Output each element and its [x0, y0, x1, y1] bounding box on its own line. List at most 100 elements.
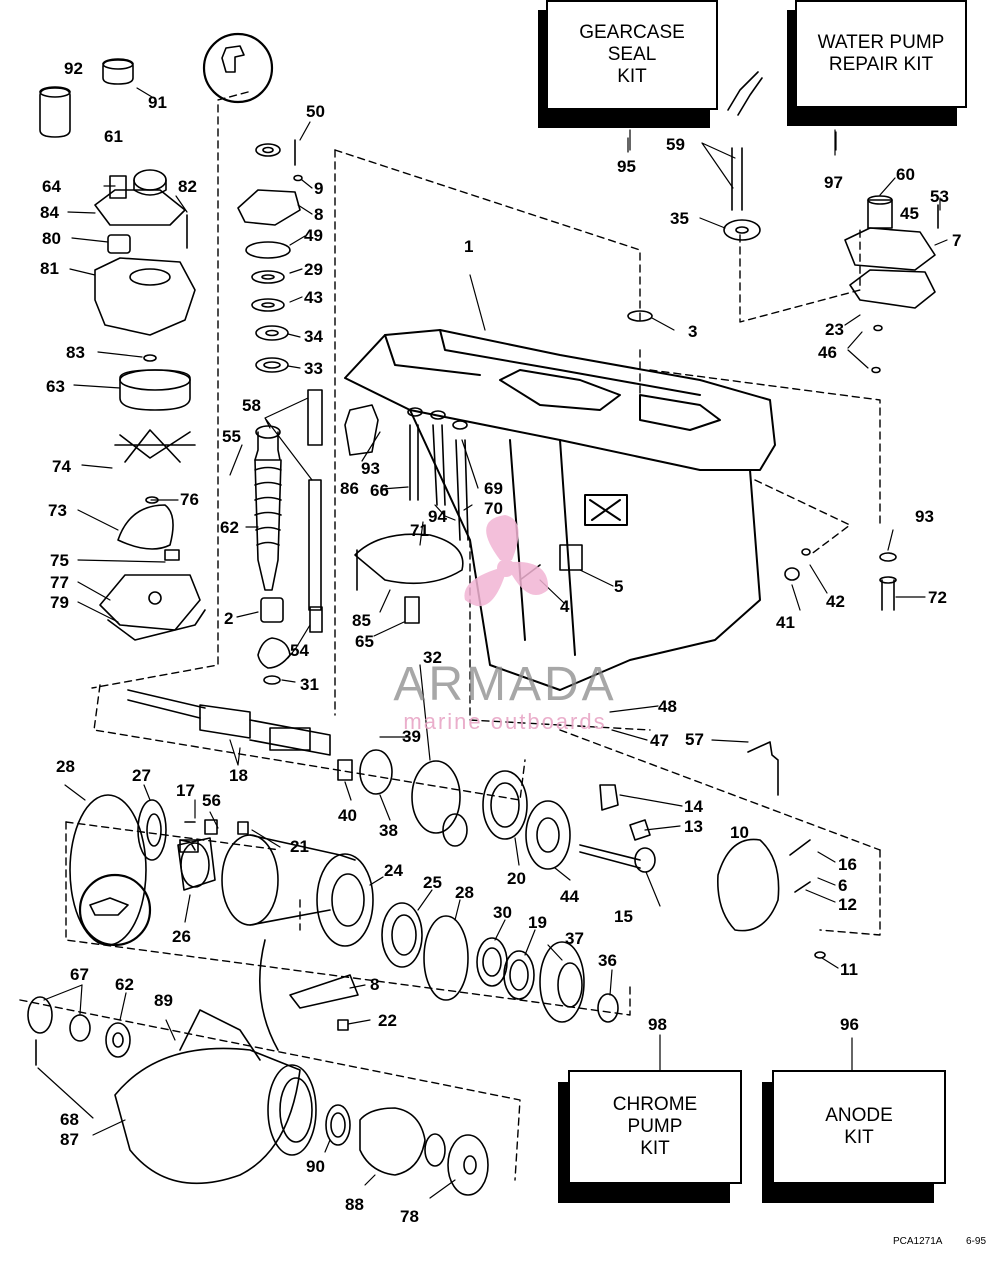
callout-11: 11 [840, 960, 858, 979]
callout-38: 38 [379, 821, 398, 840]
callout-19: 19 [528, 913, 547, 932]
callout-67: 67 [70, 965, 89, 984]
callout-42: 42 [826, 592, 845, 611]
callout-70: 70 [484, 499, 503, 518]
callout-18: 18 [229, 766, 248, 785]
callout-12: 12 [838, 895, 857, 914]
callout-77: 77 [50, 573, 69, 592]
callout-62b: 62 [115, 975, 134, 994]
callout-leader-lines [37, 87, 948, 1199]
pinion-gear-parts [254, 425, 291, 685]
callout-74: 74 [52, 457, 71, 476]
callout-48: 48 [658, 697, 677, 716]
callout-4: 4 [560, 597, 570, 616]
callout-80: 80 [42, 229, 61, 248]
propeller-group [27, 939, 489, 1196]
figure-date: 6-95 [966, 1236, 987, 1247]
propshaft-18 [127, 689, 353, 781]
callout-39: 39 [402, 727, 421, 746]
driveshaft-58 [307, 389, 323, 633]
callout-35: 35 [670, 209, 689, 228]
callout-90: 90 [306, 1157, 325, 1176]
dashed-assembly-lines [19, 91, 881, 1181]
callout-14: 14 [684, 797, 703, 816]
callout-49: 49 [304, 226, 323, 245]
callout-60: 60 [896, 165, 915, 184]
callout-54: 54 [290, 641, 309, 660]
callout-40: 40 [338, 806, 357, 825]
callout-95: 95 [617, 157, 636, 176]
anode-kit-label: ANODE KIT [772, 1070, 946, 1184]
callout-53: 53 [930, 187, 949, 206]
callout-71: 71 [410, 521, 429, 540]
callout-7: 7 [952, 231, 961, 250]
anode-block-86 [344, 404, 379, 456]
callout-3: 3 [688, 322, 697, 341]
callout-62: 62 [220, 518, 239, 537]
callout-8b: 8 [370, 975, 379, 994]
callout-29: 29 [304, 260, 323, 279]
callout-37: 37 [565, 929, 584, 948]
callout-numbers: 1234567891011121314151617181920212223242… [40, 59, 961, 1226]
callout-20: 20 [507, 869, 526, 888]
callout-2: 2 [224, 609, 233, 628]
callout-87: 87 [60, 1130, 79, 1149]
callout-61: 61 [104, 127, 123, 146]
callout-26: 26 [172, 927, 191, 946]
callout-98: 98 [648, 1015, 667, 1034]
callout-23: 23 [825, 320, 844, 339]
callout-5: 5 [614, 577, 623, 596]
callout-33: 33 [304, 359, 323, 378]
callout-32: 32 [423, 648, 442, 667]
shift-cradle-10 [717, 741, 826, 959]
callout-9: 9 [314, 179, 323, 198]
water-pump-kit-label: WATER PUMP REPAIR KIT [795, 0, 967, 108]
callout-17: 17 [176, 781, 195, 800]
callout-86: 86 [340, 479, 359, 498]
callout-91: 91 [148, 93, 167, 112]
callout-22: 22 [378, 1011, 397, 1030]
callout-34: 34 [304, 327, 323, 346]
callout-64: 64 [42, 177, 61, 196]
callout-36: 36 [598, 951, 617, 970]
gearcase-housing [344, 329, 776, 691]
chrome-pump-kit-box: CHROME PUMP KIT [558, 1070, 742, 1203]
callout-94: 94 [428, 507, 447, 526]
callout-83: 83 [66, 343, 85, 362]
callout-97: 97 [824, 173, 843, 192]
callout-55: 55 [222, 427, 241, 446]
callout-41: 41 [776, 613, 795, 632]
callout-81: 81 [40, 259, 59, 278]
callout-93: 93 [361, 459, 380, 478]
clutch-and-gears [359, 749, 656, 873]
callout-10: 10 [730, 823, 749, 842]
callout-73: 73 [48, 501, 67, 520]
callout-59: 59 [666, 135, 685, 154]
callout-82: 82 [178, 177, 197, 196]
callout-88: 88 [345, 1195, 364, 1214]
callout-96: 96 [840, 1015, 859, 1034]
figure-code: PCA1271A [893, 1236, 943, 1247]
trim-tab-71 [354, 533, 583, 624]
callout-30: 30 [493, 903, 512, 922]
callout-24: 24 [384, 861, 403, 880]
callout-69: 69 [484, 479, 503, 498]
callout-13: 13 [684, 817, 703, 836]
callout-92: 92 [64, 59, 83, 78]
callout-93b: 93 [915, 507, 934, 526]
callout-57: 57 [685, 730, 704, 749]
callout-58: 58 [242, 396, 261, 415]
callout-6: 6 [838, 876, 847, 895]
water-pump-kit-box: WATER PUMP REPAIR KIT [787, 0, 967, 126]
anode-kit-box: ANODE KIT [762, 1070, 946, 1203]
housing-bolts [407, 407, 469, 541]
callout-44: 44 [560, 887, 579, 906]
callout-76: 76 [180, 490, 199, 509]
callout-65: 65 [355, 632, 374, 651]
callout-28: 28 [56, 757, 75, 776]
callout-47: 47 [650, 731, 669, 750]
callout-8: 8 [314, 205, 323, 224]
callout-21: 21 [290, 837, 309, 856]
callout-68: 68 [60, 1110, 79, 1129]
callout-43: 43 [304, 288, 323, 307]
